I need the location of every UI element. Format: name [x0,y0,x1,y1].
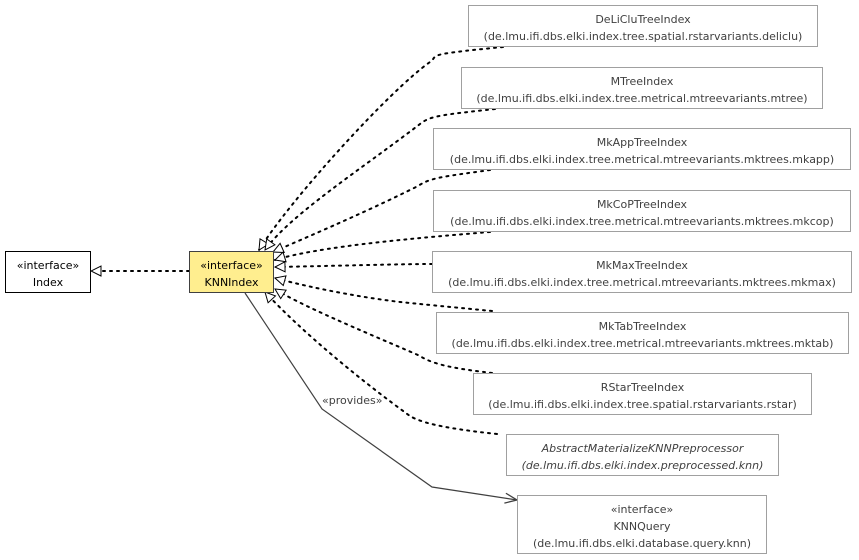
node-knnquery-stereotype: «interface» [610,503,674,516]
edge-mkapp-to-knnindex [273,169,491,252]
edge-deliclu-to-knnindex [258,46,504,251]
node-abstractmaterializeknnpreprocessor[interactable]: AbstractMaterializeKNNPreprocessor (de.l… [506,434,779,476]
node-mkmaxtreeindex-package: (de.lmu.ifi.dbs.elki.index.tree.metrical… [448,276,836,289]
node-mktabtreeindex[interactable]: MkTabTreeIndex (de.lmu.ifi.dbs.elki.inde… [436,312,849,354]
node-knnquery[interactable]: «interface» KNNQuery (de.lmu.ifi.dbs.elk… [517,495,767,554]
node-index[interactable]: «interface» Index [5,251,91,293]
edge-label-provides: «provides» [322,394,383,407]
node-abstractmaterialize-name: AbstractMaterializeKNNPreprocessor [541,442,744,455]
node-mkapptreeindex[interactable]: MkAppTreeIndex (de.lmu.ifi.dbs.elki.inde… [433,128,851,170]
node-delicluindex-package: (de.lmu.ifi.dbs.elki.index.tree.spatial.… [483,30,803,43]
node-mkapptreeindex-package: (de.lmu.ifi.dbs.elki.index.tree.metrical… [449,153,835,166]
node-delicluindex-name: DeLiCluTreeIndex [595,13,691,26]
edge-knnindex-provides-knnquery [244,292,517,500]
node-rstartreeindex[interactable]: RStarTreeIndex (de.lmu.ifi.dbs.elki.inde… [473,373,812,415]
node-mkmaxtreeindex[interactable]: MkMaxTreeIndex (de.lmu.ifi.dbs.elki.inde… [432,251,852,293]
node-index-name: Index [32,276,64,289]
edge-mkcop-to-knnindex [275,231,491,260]
edge-mtree-to-knnindex [264,108,496,251]
node-mkcoptreeindex-name: MkCoPTreeIndex [596,198,688,211]
edge-mkmax-to-knnindex [275,264,433,267]
node-knnquery-name: KNNQuery [613,520,671,533]
node-mtreeindex-package: (de.lmu.ifi.dbs.elki.index.tree.metrical… [476,92,808,105]
node-knnindex-name: KNNIndex [204,276,259,289]
node-rstartreeindex-name: RStarTreeIndex [600,381,685,394]
node-abstractmaterialize-package: (de.lmu.ifi.dbs.elki.index.preprocessed.… [521,459,764,472]
node-mtreeindex-name: MTreeIndex [610,75,674,88]
node-mktabtreeindex-package: (de.lmu.ifi.dbs.elki.index.tree.metrical… [451,337,834,350]
edge-abstract-to-knnindex [264,291,498,435]
node-mtreeindex[interactable]: MTreeIndex (de.lmu.ifi.dbs.elki.index.tr… [461,67,823,109]
node-delicluindex[interactable]: DeLiCluTreeIndex (de.lmu.ifi.dbs.elki.in… [468,5,818,47]
node-mkmaxtreeindex-name: MkMaxTreeIndex [596,259,688,272]
node-knnindex-stereotype: «interface» [200,259,263,272]
node-mkapptreeindex-name: MkAppTreeIndex [596,136,688,149]
node-mkcoptreeindex[interactable]: MkCoPTreeIndex (de.lmu.ifi.dbs.elki.inde… [433,190,851,232]
node-mktabtreeindex-name: MkTabTreeIndex [598,320,687,333]
edge-rstar-to-knnindex [274,288,493,374]
node-knnindex[interactable]: «interface» KNNIndex [189,251,274,293]
node-mkcoptreeindex-package: (de.lmu.ifi.dbs.elki.index.tree.metrical… [450,215,834,228]
node-index-stereotype: «interface» [16,259,80,272]
edge-mktab-to-knnindex [275,278,493,312]
node-knnquery-package: (de.lmu.ifi.dbs.elki.database.query.knn) [533,537,751,550]
node-rstartreeindex-package: (de.lmu.ifi.dbs.elki.index.tree.spatial.… [488,398,797,411]
